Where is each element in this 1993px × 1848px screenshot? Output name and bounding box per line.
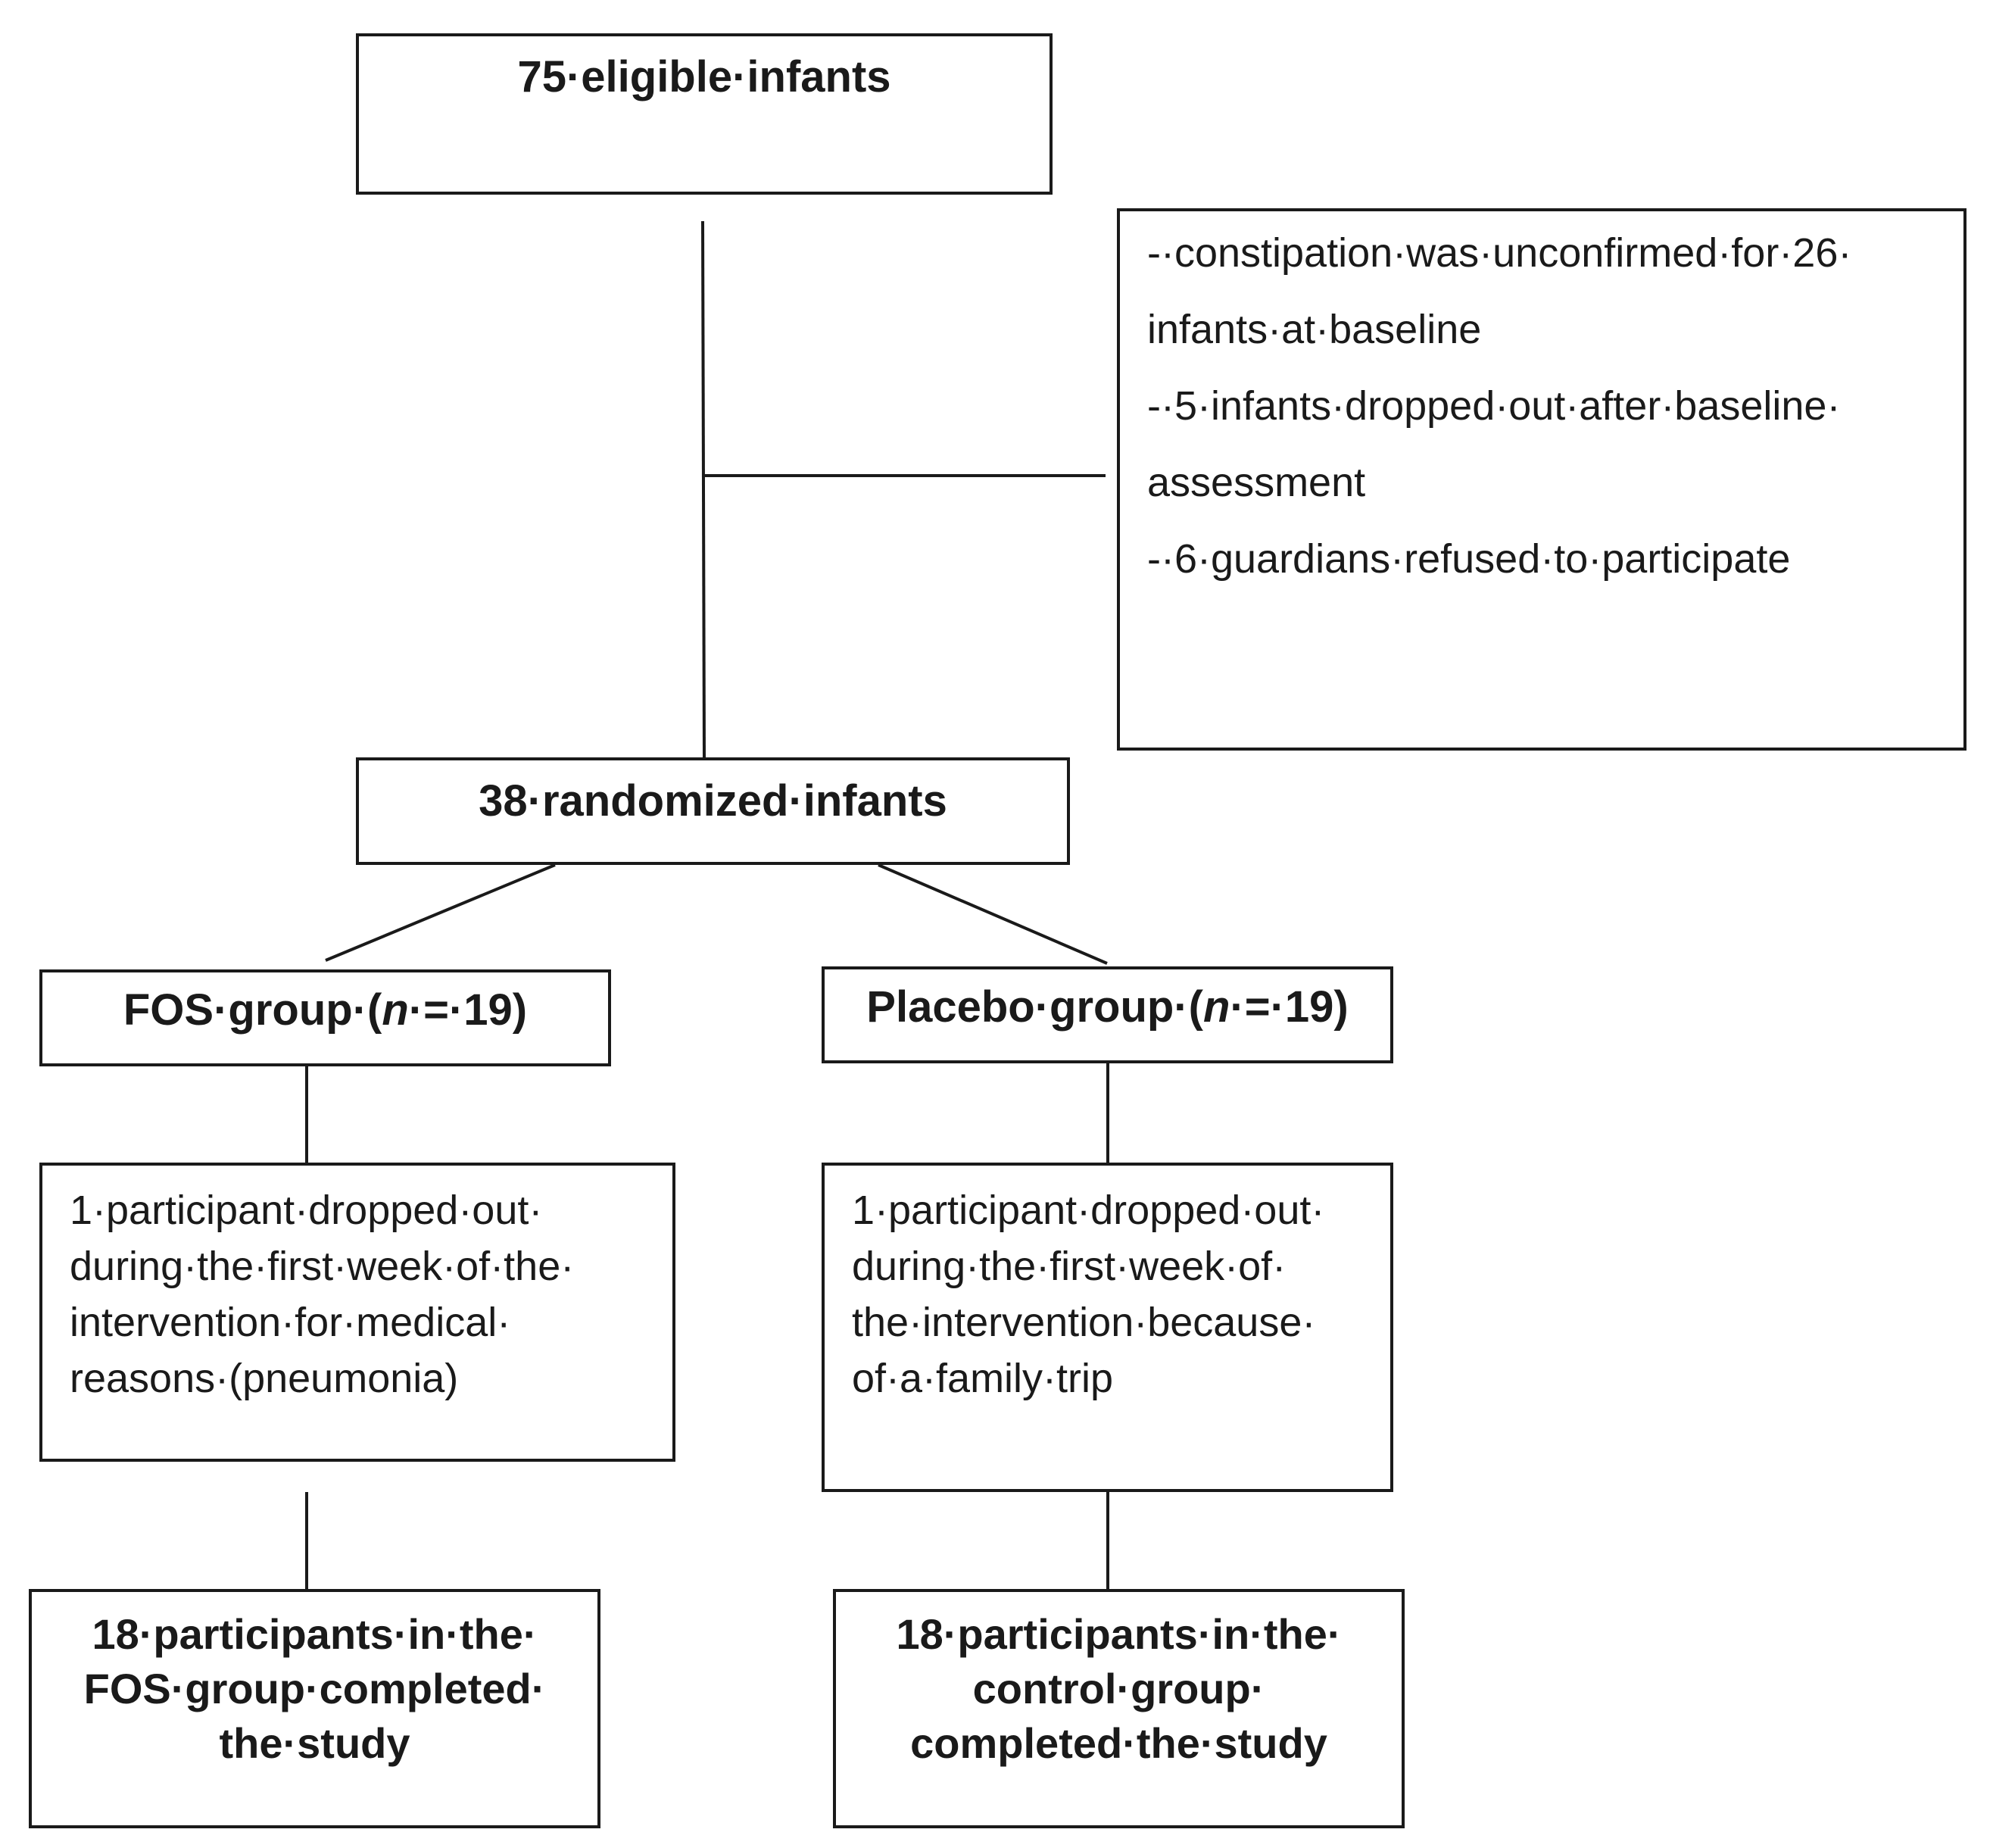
fos-group-n-symbol: n <box>382 985 409 1035</box>
exclusions-box: -·constipation·was·unconfirmed·for·26· i… <box>1117 208 1966 751</box>
placebo-dropout-line: during·the·first·week·of· <box>852 1244 1287 1289</box>
exclusions-text: -·constipation·was·unconfirmed·for·26· i… <box>1120 211 1963 598</box>
fos-dropout-box: 1·participant·dropped·out· during·the·fi… <box>39 1163 675 1462</box>
fos-dropout-line: 1·participant·dropped·out· <box>70 1188 543 1233</box>
placebo-completed-line: control·group· <box>972 1665 1265 1712</box>
connector-eligible-to-randomized <box>701 220 706 758</box>
fos-group-label: FOS·group·(n·=·19) <box>42 972 608 1035</box>
randomized-infants-label: 38·randomized·infants <box>479 776 947 826</box>
fos-dropout-line: reasons·(pneumonia) <box>70 1356 459 1401</box>
placebo-group-label: Placebo·group·(n·=·19) <box>825 969 1390 1032</box>
placebo-completed-line: 18·participants·in·the· <box>896 1610 1342 1658</box>
fos-group-n-value: ·=·19) <box>408 985 528 1035</box>
fos-completed-line: the·study <box>219 1719 410 1767</box>
connector-randomized-to-placebo <box>878 863 1108 965</box>
placebo-dropout-text: 1·participant·dropped·out· during·the·fi… <box>825 1166 1390 1406</box>
exclusion-line: -·6·guardians·refused·to·participate <box>1147 536 1791 582</box>
randomized-infants-box: 38·randomized·infants <box>356 757 1070 865</box>
placebo-completed-line: completed·the·study <box>910 1719 1327 1767</box>
placebo-group-label-text: Placebo·group·( <box>866 982 1203 1032</box>
placebo-group-box: Placebo·group·(n·=·19) <box>822 966 1393 1063</box>
fos-dropout-text: 1·participant·dropped·out· during·the·fi… <box>42 1166 672 1406</box>
fos-completed-text: 18·participants·in·the· FOS·group·comple… <box>32 1592 597 1771</box>
exclusion-line: -·5·infants·dropped·out·after·baseline· <box>1147 383 1841 429</box>
placebo-dropout-box: 1·participant·dropped·out· during·the·fi… <box>822 1163 1393 1492</box>
exclusion-line: assessment <box>1147 460 1366 505</box>
fos-group-box: FOS·group·(n·=·19) <box>39 969 611 1066</box>
placebo-completed-text: 18·participants·in·the· control·group· c… <box>836 1592 1402 1771</box>
fos-completed-line: FOS·group·completed· <box>83 1665 546 1712</box>
exclusion-line: infants·at·baseline <box>1147 307 1482 352</box>
placebo-completed-box: 18·participants·in·the· control·group· c… <box>833 1589 1405 1828</box>
fos-completed-line: 18·participants·in·the· <box>92 1610 538 1658</box>
placebo-group-n-symbol: n <box>1202 982 1230 1032</box>
placebo-group-n-value: ·=·19) <box>1230 982 1349 1032</box>
eligible-infants-label: 75·eligible·infants <box>517 52 891 101</box>
placebo-dropout-line: of·a·family·trip <box>852 1356 1114 1401</box>
connector-randomized-to-fos <box>325 863 556 962</box>
fos-dropout-line: during·the·first·week·of·the· <box>70 1244 575 1289</box>
placebo-dropout-line: 1·participant·dropped·out· <box>852 1188 1325 1233</box>
placebo-dropout-line: the·intervention·because· <box>852 1300 1316 1345</box>
eligible-infants-box: 75·eligible·infants <box>356 33 1053 195</box>
exclusion-line: -·constipation·was·unconfirmed·for·26· <box>1147 230 1852 276</box>
fos-completed-box: 18·participants·in·the· FOS·group·comple… <box>29 1589 600 1828</box>
fos-group-label-text: FOS·group·( <box>123 985 382 1035</box>
fos-dropout-line: intervention·for·medical· <box>70 1300 511 1345</box>
